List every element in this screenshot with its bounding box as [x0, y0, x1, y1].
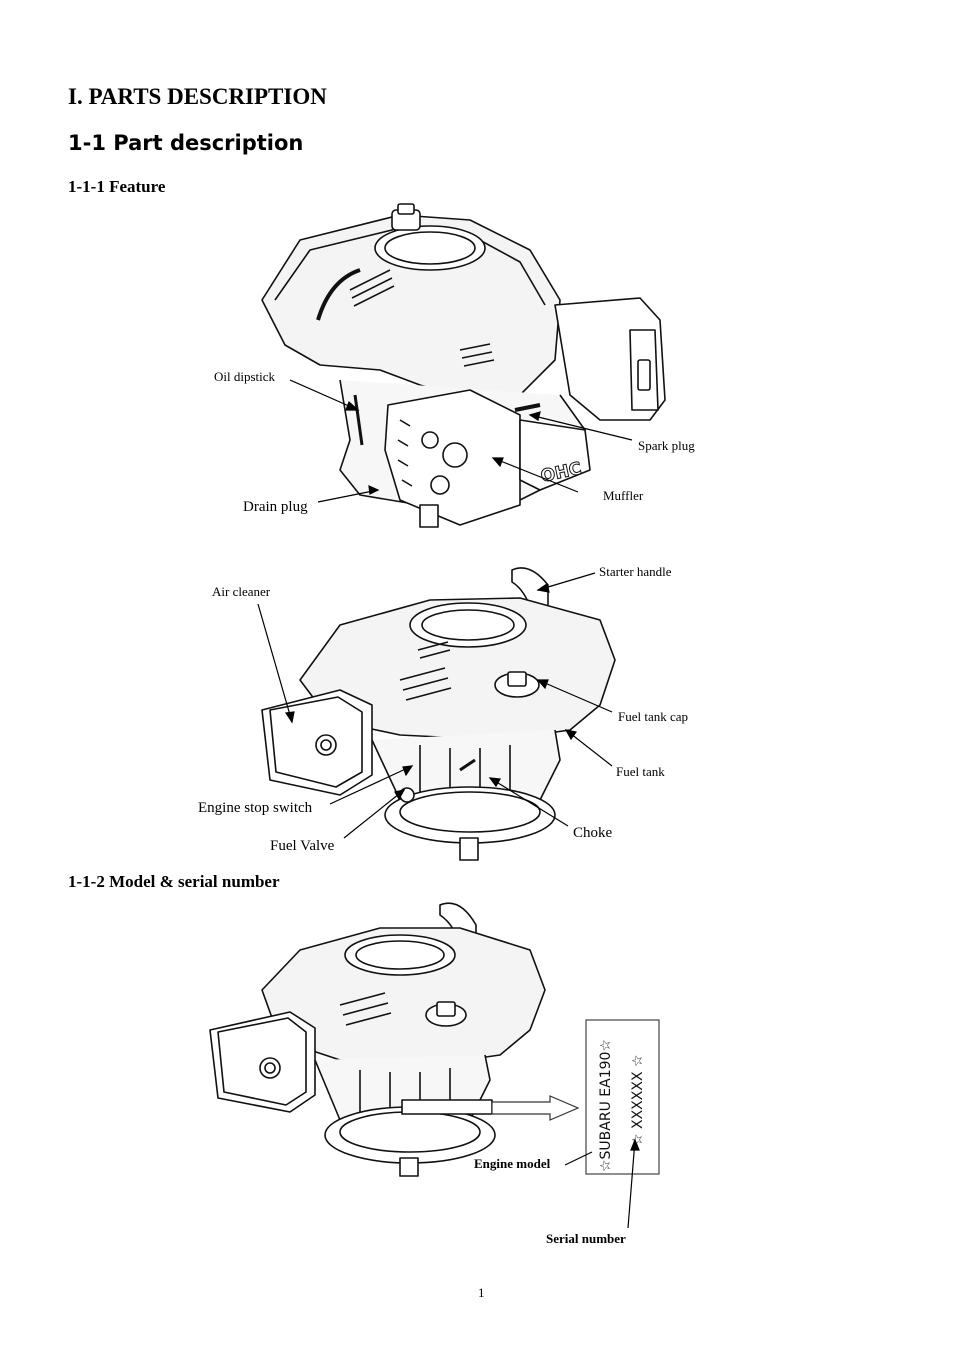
plate-serial-text: ☆ XXXXXX ☆	[630, 1054, 646, 1146]
label-fuel-tank: Fuel tank	[616, 764, 665, 779]
section-subheading: 1-1 Part description	[68, 131, 304, 155]
label-oil-dipstick: Oil dipstick	[214, 369, 276, 384]
label-muffler: Muffler	[603, 488, 644, 503]
label-air-cleaner: Air cleaner	[212, 584, 271, 599]
label-serial-number: Serial number	[546, 1231, 626, 1246]
label-starter-handle: Starter handle	[599, 564, 672, 579]
label-fuel-valve: Fuel Valve	[270, 838, 335, 854]
label-fuel-tank-cap: Fuel tank cap	[618, 709, 689, 724]
label-drain-plug: Drain plug	[243, 499, 308, 515]
label-engine-stop-switch: Engine stop switch	[198, 800, 313, 816]
page-heading: I. PARTS DESCRIPTION	[68, 84, 327, 109]
label-spark-plug: Spark plug	[638, 438, 695, 453]
feature-heading: 1-1-1 Feature	[68, 177, 166, 196]
model-serial-heading: 1-1-2 Model & serial number	[68, 872, 280, 891]
page-number: 1	[478, 1285, 485, 1300]
label-engine-model: Engine model	[474, 1156, 551, 1171]
label-choke: Choke	[573, 825, 613, 841]
plate-model-text: ☆SUBARU EA190☆	[598, 1039, 614, 1172]
model-serial-plate	[585, 1019, 660, 1175]
